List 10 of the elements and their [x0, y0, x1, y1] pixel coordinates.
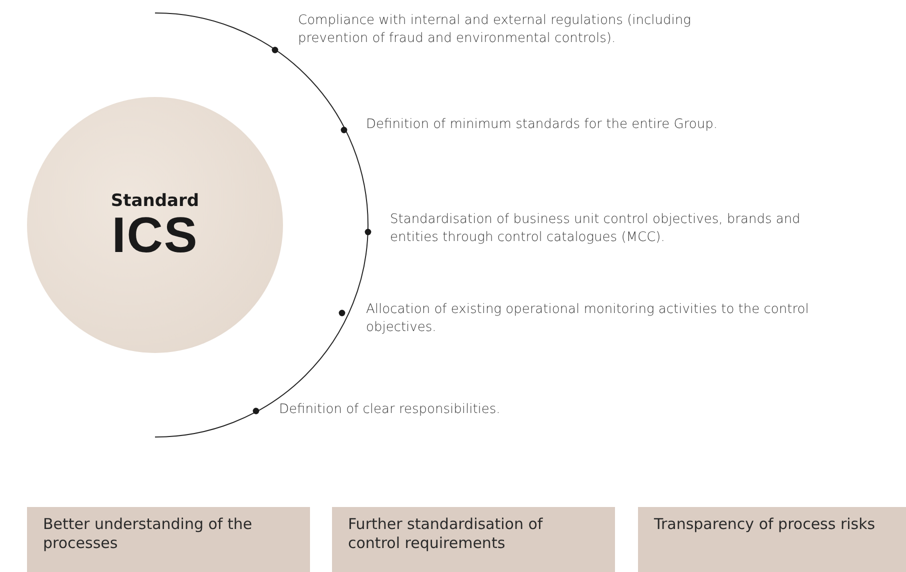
bullet-text: Definition of clear responsibilities. [279, 401, 679, 419]
benefit-panel: Better understanding of the processes [27, 507, 310, 572]
benefit-panel: Transparency of process risks [638, 507, 906, 572]
hub-subtitle: Standard [110, 191, 200, 211]
hub-title: ICS [112, 211, 198, 259]
bullet-text: Compliance with internal and external regulations (including prevention of fraud and environmental controls). [298, 12, 718, 48]
benefit-panel: Further standardisation of control requirements [332, 507, 615, 572]
bullet-text: Allocation of existing operational monitoring activities to the control objectives. [366, 301, 826, 337]
bullet-text: Standardisation of business unit control objectives, brands and entities through control catalogues (MCC). [390, 211, 850, 247]
bullet-text: Definition of minimum standards for the entire Group. [366, 116, 886, 134]
